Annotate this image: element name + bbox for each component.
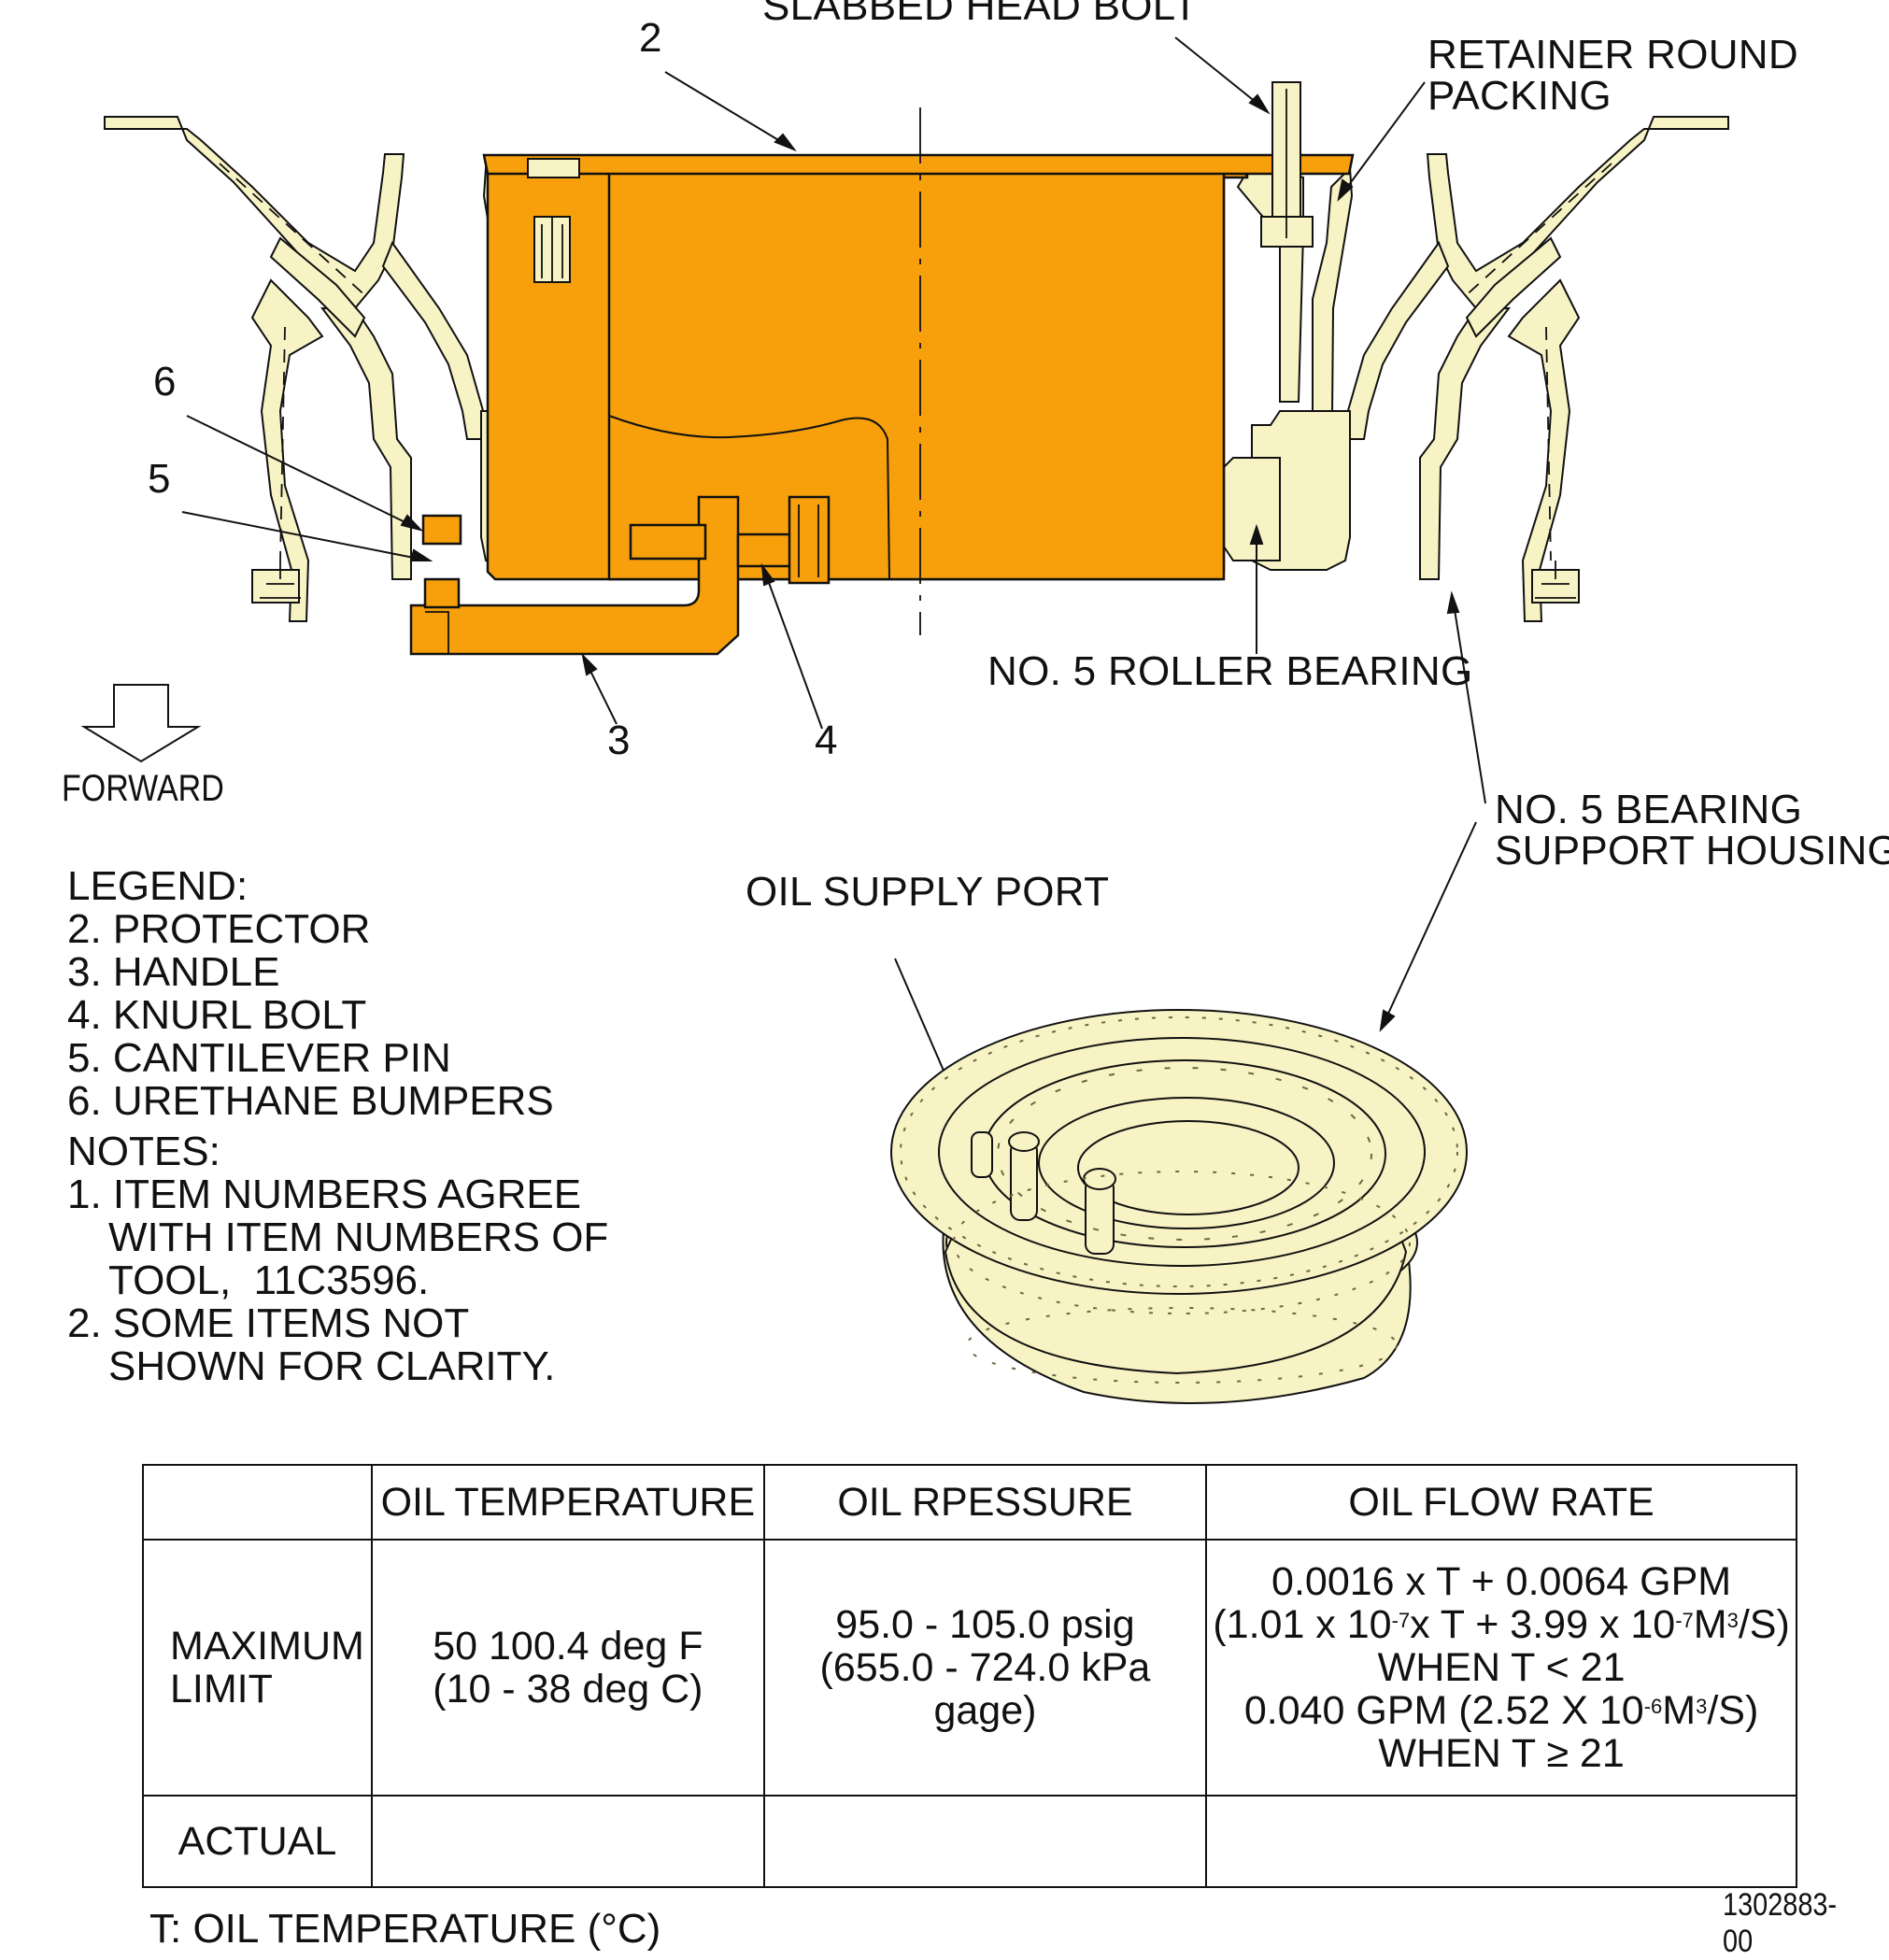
drawing-number: 1302883-00 xyxy=(1723,1887,1838,1959)
oil-spec-table: OIL TEMPERATURE OIL RPESSURE OIL FLOW RA… xyxy=(142,1464,1797,1888)
label-oil-supply-port: OIL SUPPLY PORT xyxy=(746,869,1110,915)
label-retainer-line2: PACKING xyxy=(1427,73,1612,119)
item-number-2: 2 xyxy=(639,15,662,61)
table-header-cell: OIL RPESSURE xyxy=(762,1464,1208,1541)
bearing-support-housing-3d xyxy=(890,1009,1468,1404)
legend-item: 6. URETHANE BUMPERS xyxy=(67,1078,554,1124)
legend-item: 5. CANTILEVER PIN xyxy=(67,1035,451,1081)
knurl-bolt-item-4 xyxy=(629,495,831,585)
label-housing-line2: SUPPORT HOUSING xyxy=(1495,828,1889,873)
item-number-6: 6 xyxy=(153,359,177,405)
label-slabbed-head-bolt: SLABBED HEAD BOLT xyxy=(762,0,1199,29)
table-header-row: OIL TEMPERATURE OIL RPESSURE OIL FLOW RA… xyxy=(142,1464,1797,1541)
cell-oil-flow-rate: 0.0016 x T + 0.0064 GPM (1.01 x 10-7x T … xyxy=(1205,1539,1797,1797)
table-header-cell: OIL TEMPERATURE xyxy=(370,1464,765,1541)
table-header-cell: OIL FLOW RATE xyxy=(1205,1464,1797,1541)
item-number-3: 3 xyxy=(607,717,631,763)
table-row-actual: ACTUAL xyxy=(142,1795,1797,1888)
legend-notes-block: LEGEND: 2. PROTECTOR 3. HANDLE 4. KNURL … xyxy=(67,865,608,1388)
label-housing-line1: NO. 5 BEARING xyxy=(1495,787,1803,832)
table-row-maximum-limit: MAXIMUM LIMIT 50 100.4 deg F (10 - 38 de… xyxy=(142,1539,1797,1797)
forward-arrow-icon xyxy=(80,684,202,763)
note-2-line-a: 2. SOME ITEMS NOT xyxy=(67,1300,470,1346)
protector-item-2 xyxy=(482,107,1355,635)
cell-oil-temperature: 50 100.4 deg F (10 - 38 deg C) xyxy=(370,1539,765,1797)
cell-oil-pressure: 95.0 - 105.0 psig (655.0 - 724.0 kPa gag… xyxy=(762,1539,1208,1797)
note-1-line-b: WITH ITEM NUMBERS OF xyxy=(108,1214,609,1260)
label-forward: FORWARD xyxy=(62,768,224,809)
slabbed-head-bolt xyxy=(1260,81,1314,248)
cell-actual-temperature xyxy=(370,1795,765,1888)
cell-actual-pressure xyxy=(762,1795,1208,1888)
label-roller-bearing: NO. 5 ROLLER BEARING xyxy=(987,648,1473,694)
legend-item: 4. KNURL BOLT xyxy=(67,992,367,1038)
note-1-line-c: TOOL, 11C3596. xyxy=(108,1257,430,1303)
footnote-oil-temperature: T: OIL TEMPERATURE (°C) xyxy=(149,1906,661,1952)
item-number-5: 5 xyxy=(148,456,171,502)
legend-item: 3. HANDLE xyxy=(67,949,280,995)
left-flange-bolt xyxy=(527,158,580,283)
handle-item-3 xyxy=(409,495,740,656)
table-header-cell xyxy=(142,1464,373,1541)
assembly-diagram: .o{fill:#f7a00c;stroke:#111;stroke-width… xyxy=(80,36,1729,1404)
notes-title: NOTES: xyxy=(67,1129,220,1174)
row-label-maximum-limit: MAXIMUM LIMIT xyxy=(142,1539,373,1797)
row-label-actual: ACTUAL xyxy=(142,1795,373,1888)
note-1-line-a: 1. ITEM NUMBERS AGREE xyxy=(67,1172,582,1217)
note-2-line-b: SHOWN FOR CLARITY. xyxy=(108,1343,556,1389)
legend-title: LEGEND: xyxy=(67,863,249,909)
label-retainer-line1: RETAINER ROUND xyxy=(1427,32,1798,78)
legend-item: 2. PROTECTOR xyxy=(67,906,371,952)
cell-actual-flow-rate xyxy=(1205,1795,1797,1888)
item-number-4: 4 xyxy=(815,717,838,763)
